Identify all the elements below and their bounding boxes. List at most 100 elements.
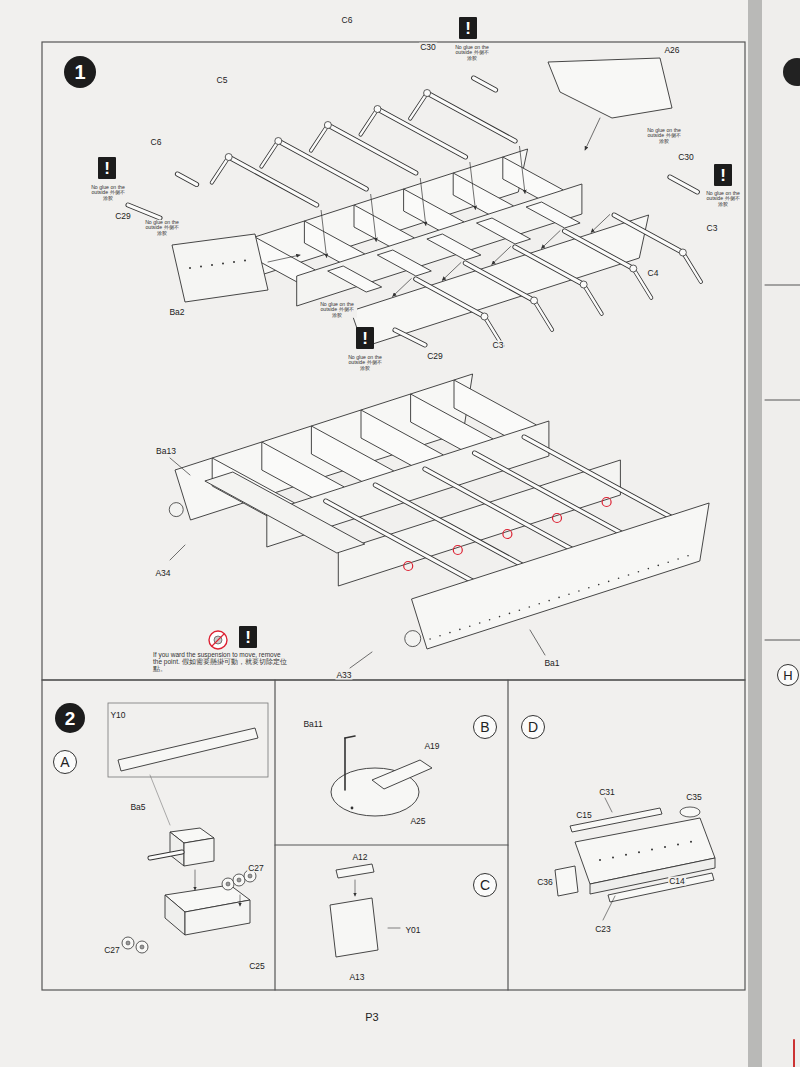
box-part	[184, 838, 214, 866]
torsion-bar	[229, 157, 317, 205]
plate-part	[330, 898, 378, 957]
part-label: Ba13	[155, 447, 177, 456]
warning-mark: !	[362, 330, 368, 347]
end-cap	[128, 205, 160, 218]
assembly-arrow	[355, 880, 356, 896]
end-cap	[670, 177, 698, 192]
rivet	[628, 574, 630, 576]
rivet	[529, 606, 531, 608]
part-label: P3	[364, 1012, 379, 1024]
plate-part	[336, 864, 374, 878]
leader-line	[603, 896, 615, 920]
wheel-part	[122, 937, 134, 949]
sub-step-letter: H	[777, 664, 799, 686]
warning-icon: !	[356, 327, 374, 349]
end-cap	[474, 78, 496, 90]
torsion-bar	[465, 263, 534, 301]
glue-note: No glue on the outside 外侧不涂胶	[88, 185, 128, 201]
glue-note: No glue on the outside 外侧不涂胶	[142, 220, 182, 236]
part-label: C31	[598, 788, 616, 797]
torsion-bar	[328, 125, 416, 173]
glue-note: No glue on the outside 外侧不涂胶	[703, 191, 743, 207]
step-number: 2	[55, 703, 85, 733]
wheel-part	[233, 874, 245, 886]
hull-side-plate	[351, 215, 649, 347]
part-label: C30	[419, 43, 437, 52]
part-label: C14	[668, 877, 686, 886]
torsion-bar	[416, 279, 485, 317]
rivet	[608, 581, 610, 583]
part-label: A34	[154, 569, 171, 578]
instruction-note: If you ward the suspension to move, remo…	[152, 652, 289, 672]
step-text: 2	[65, 709, 76, 728]
warning-mark: !	[104, 160, 110, 177]
rivet	[588, 587, 590, 589]
idler-mount	[169, 503, 183, 517]
plate-part	[372, 760, 432, 789]
torsion-bar	[328, 125, 416, 173]
torsion-bar	[378, 109, 466, 157]
rivet	[648, 568, 650, 570]
suspension-arm	[361, 109, 378, 135]
warning-mark: !	[720, 167, 726, 184]
step-text: A	[60, 755, 69, 769]
hull-side-plate	[412, 503, 710, 649]
suspension-arm	[410, 93, 427, 119]
bracket-part	[118, 728, 258, 771]
arm-hub	[324, 122, 331, 129]
torsion-bar	[515, 247, 584, 285]
rivet	[439, 635, 441, 637]
warning-mark: !	[465, 20, 471, 37]
suspension-arm	[584, 285, 602, 314]
assembly-arrow	[393, 279, 412, 297]
part-label: A19	[423, 742, 440, 751]
rivet	[538, 603, 540, 605]
rivet	[657, 565, 659, 567]
part-label: C27	[103, 946, 121, 955]
box-part	[170, 832, 184, 866]
torsion-bar	[375, 485, 535, 572]
torsion-bar	[515, 247, 584, 285]
cut-symbol	[209, 631, 227, 649]
arm-hub	[679, 249, 686, 256]
rivet	[222, 263, 224, 265]
arm-hub	[630, 265, 637, 272]
rivet	[578, 590, 580, 592]
torsion-bar	[427, 93, 515, 141]
bar-bracket	[526, 202, 580, 228]
part-label: C3	[492, 341, 505, 350]
glue-note: No glue on the outside 外侧不涂胶	[644, 128, 684, 144]
wheel-part	[248, 874, 252, 878]
warning-icon: !	[239, 626, 257, 648]
next-step-number	[783, 58, 800, 86]
part-label: Ba1	[543, 659, 560, 668]
torsion-bar	[524, 437, 684, 524]
bar-bracket	[328, 266, 382, 292]
suspension-arm	[212, 157, 229, 183]
part-label: C27	[247, 864, 265, 873]
rivet	[459, 629, 461, 631]
arm-hub	[225, 154, 232, 161]
part-label: C3	[706, 224, 719, 233]
assembly-arrow	[585, 118, 600, 150]
leader-line	[150, 775, 170, 825]
end-cap	[670, 177, 698, 192]
wheel-part	[136, 941, 148, 953]
panel-divider	[507, 680, 508, 990]
part-label: C35	[685, 793, 703, 802]
step-text: C	[480, 878, 490, 892]
page-gutter	[748, 0, 762, 1067]
assembly-arrow	[240, 895, 241, 906]
torsion-bar	[416, 279, 485, 317]
base-part	[165, 895, 185, 935]
torsion-bar	[378, 109, 466, 157]
step-panel	[42, 680, 745, 990]
front-plate-part	[205, 472, 365, 553]
next-page-panel	[765, 285, 800, 286]
warning-icon: !	[714, 164, 732, 186]
leader-line	[350, 652, 372, 668]
wheel-part	[222, 878, 234, 890]
sub-step-letter: D	[521, 715, 545, 739]
part-label: Y01	[404, 926, 421, 935]
next-page	[762, 0, 800, 1067]
